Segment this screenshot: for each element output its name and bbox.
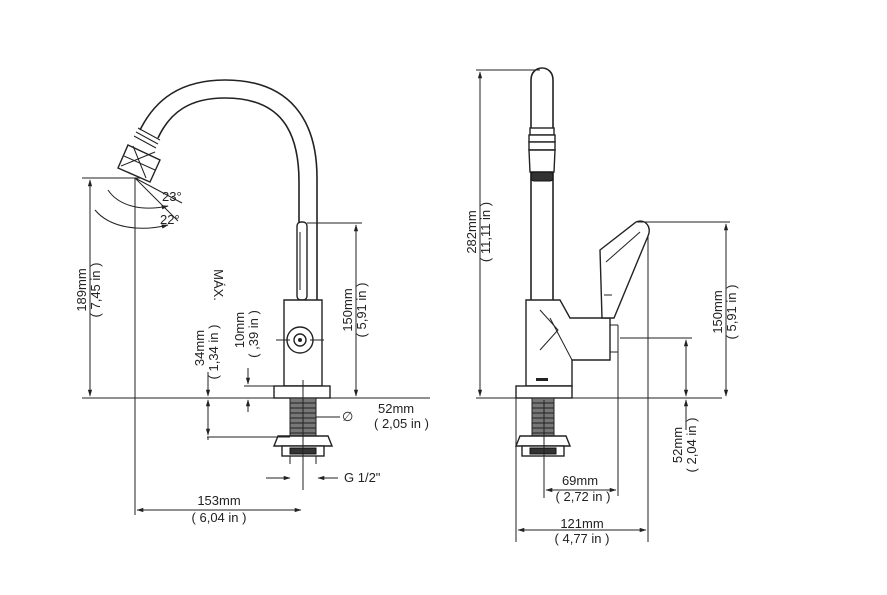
left-side-view: 23° 22° 189mm ( 7,45 in ) MÁX. 34mm ( 1,…	[74, 79, 430, 525]
height-150-right-mm: 150mm	[710, 290, 725, 333]
max-label: MÁX.	[211, 269, 226, 301]
height-52-in: ( 2,04 in )	[684, 418, 699, 473]
height-150-left-in: ( 5,91 in )	[354, 283, 369, 338]
height-189-mm: 189mm	[74, 268, 89, 311]
width-121-in: ( 4,77 in )	[555, 531, 610, 546]
thread-label: G 1/2"	[344, 470, 381, 485]
width-121-mm: 121mm	[560, 516, 603, 531]
diameter-52-in: ( 2,05 in )	[374, 416, 429, 431]
width-69-mm: 69mm	[562, 473, 598, 488]
width-153-in: ( 6,04 in )	[192, 510, 247, 525]
height-282-in: ( 11,11 in )	[478, 202, 493, 262]
height-34-mm: 34mm	[192, 330, 207, 366]
angle-22-label: 22°	[160, 212, 180, 227]
height-10-in: ( ,39 in )	[246, 310, 261, 358]
height-34-in: ( 1,34 in )	[206, 325, 221, 380]
height-52-mm: 52mm	[670, 427, 685, 463]
diameter-symbol: ∅	[342, 409, 353, 424]
right-front-view: 282mm ( 11,11 in ) 150mm ( 5,91 in ) 52m…	[464, 67, 739, 546]
height-189-in: ( 7,45 in )	[88, 263, 103, 318]
width-69-in: ( 2,72 in )	[556, 489, 611, 504]
height-150-right-in: ( 5,91 in )	[724, 285, 739, 340]
height-10-mm: 10mm	[232, 312, 247, 348]
diameter-52-mm: 52mm	[378, 401, 414, 416]
angle-23-label: 23°	[162, 189, 182, 204]
width-153-mm: 153mm	[197, 493, 240, 508]
height-150-left-mm: 150mm	[340, 288, 355, 331]
height-282-mm: 282mm	[464, 210, 479, 253]
